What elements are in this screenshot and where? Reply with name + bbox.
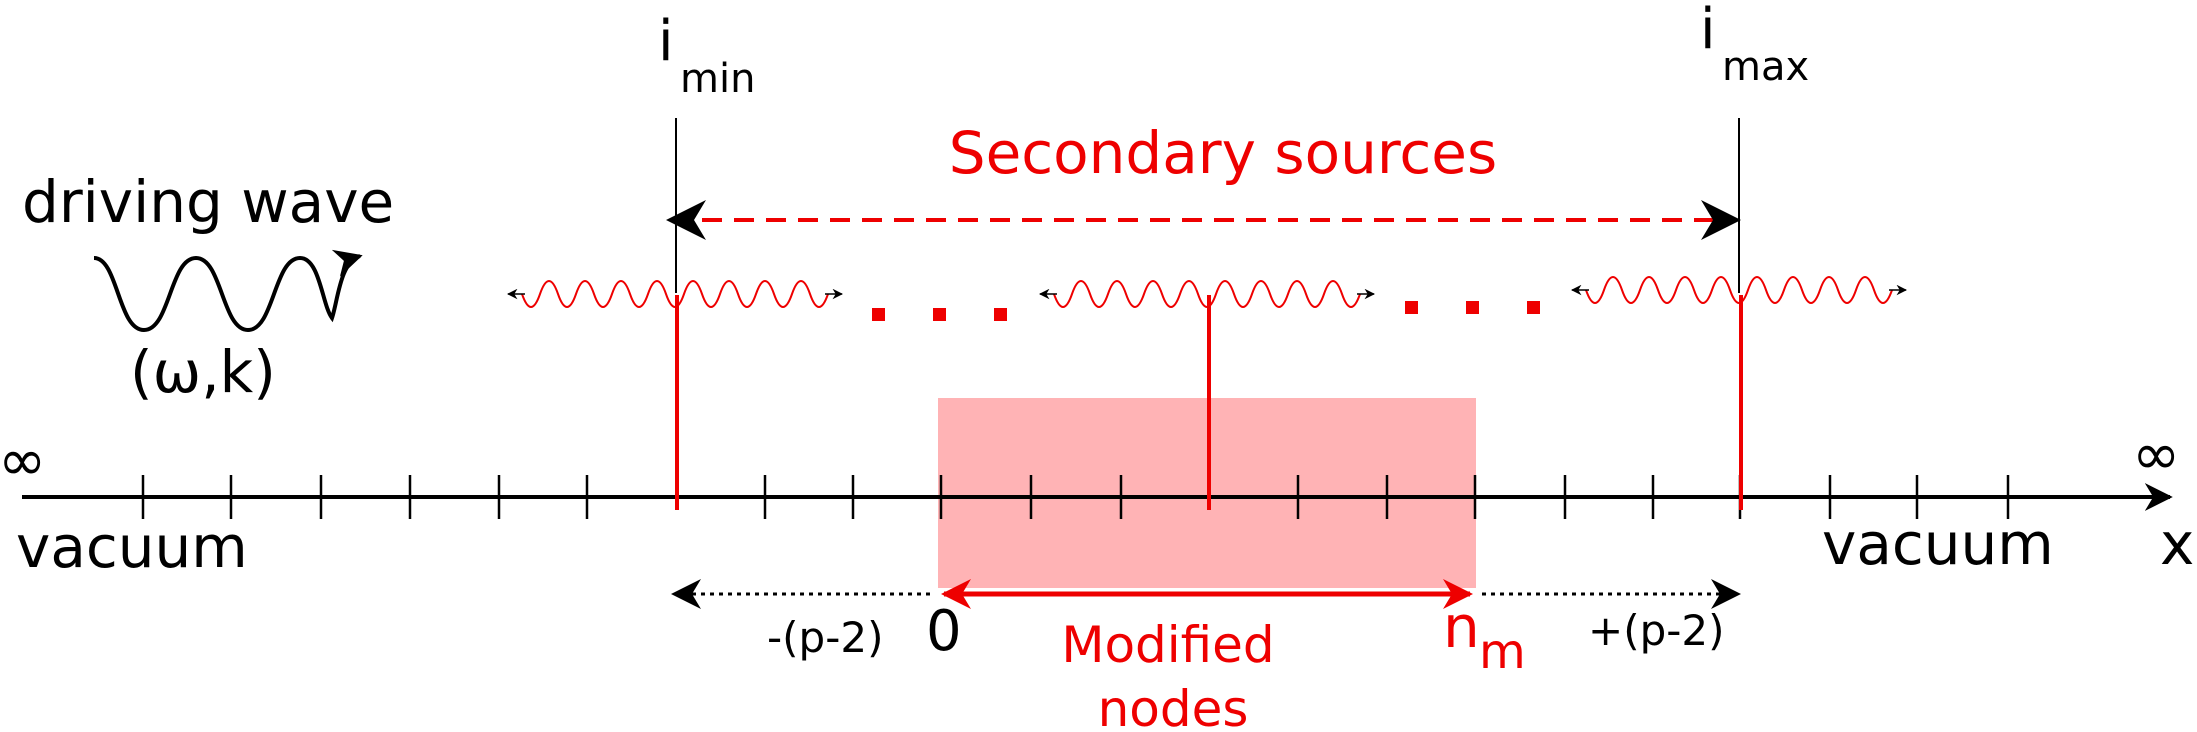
plus-p-label: +(p-2)	[1588, 606, 1725, 655]
wave-right	[1585, 276, 1893, 304]
wave-center	[1053, 280, 1361, 308]
infinity-right: ∞	[2132, 420, 2180, 488]
dot	[994, 308, 1007, 321]
axis-ticks	[141, 475, 2010, 519]
vacuum-left-label: vacuum	[16, 513, 248, 581]
driving-wave-curve	[93, 249, 363, 333]
x-axis-label: x	[2160, 510, 2194, 578]
i-min-label: i	[658, 9, 674, 74]
minus-p-label: -(p-2)	[767, 613, 883, 662]
dot	[1405, 301, 1418, 314]
n-m-subscript: m	[1479, 624, 1526, 680]
dot	[1466, 301, 1479, 314]
wave-left	[521, 280, 829, 308]
i-max-subscript: max	[1722, 44, 1809, 90]
dot	[1527, 301, 1540, 314]
zero-label: 0	[926, 599, 962, 664]
n-m-label: n	[1443, 593, 1480, 661]
i-min-subscript: min	[680, 56, 755, 102]
dot	[933, 308, 946, 321]
secondary-sources-label: Secondary sources	[949, 119, 1497, 187]
modified-nodes-line1: Modified	[1061, 616, 1274, 674]
vacuum-right-label: vacuum	[1822, 510, 2054, 578]
dot	[872, 308, 885, 321]
source-stems	[675, 295, 1743, 510]
modified-nodes-line2: nodes	[1098, 680, 1249, 732]
driving-wave-label: driving wave	[22, 168, 394, 236]
ellipsis-dots	[872, 301, 1540, 321]
omega-k-label: (ω,k)	[130, 338, 276, 406]
infinity-left: ∞	[0, 426, 46, 494]
i-max-label: i	[1700, 0, 1716, 62]
